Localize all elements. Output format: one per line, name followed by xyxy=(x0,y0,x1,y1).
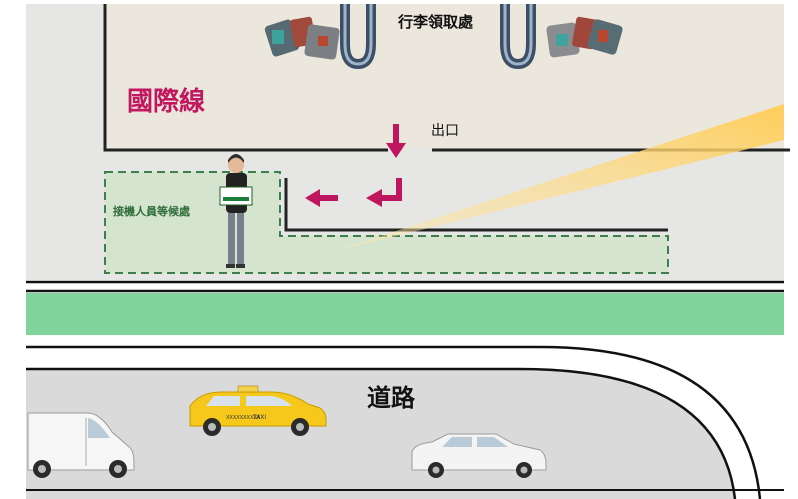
light-beam xyxy=(332,104,784,252)
baggage-claim-label: 行李領取處 xyxy=(397,13,474,31)
terminal-floor xyxy=(105,4,784,148)
luggage-icon xyxy=(546,16,623,58)
exit-label: 出口 xyxy=(431,123,459,139)
white-van xyxy=(27,412,135,478)
baggage-carousel-left xyxy=(340,4,376,70)
white-sedan xyxy=(411,433,547,478)
international-label: 國際線 xyxy=(127,86,205,117)
road-edge-line xyxy=(26,345,762,499)
taxi-phone-text: XXXXXXXXXX xyxy=(226,415,261,421)
left-arrow-icon xyxy=(305,189,338,207)
baggage-carousel-right xyxy=(500,4,536,70)
road-edge-line xyxy=(26,367,737,499)
taxi-car: TAXI XXXXXXXXXX xyxy=(189,385,327,436)
waiting-area-label: 接機人員等候處 xyxy=(113,204,191,218)
road-label: 道路 xyxy=(367,384,416,412)
taxi-door-sign: TAXI xyxy=(252,414,266,421)
green-strip xyxy=(26,293,784,335)
exit-arrow-down-icon xyxy=(386,124,406,158)
luggage-icon xyxy=(264,16,340,60)
turn-left-arrow-icon xyxy=(366,178,402,207)
greeter-person xyxy=(219,154,253,268)
